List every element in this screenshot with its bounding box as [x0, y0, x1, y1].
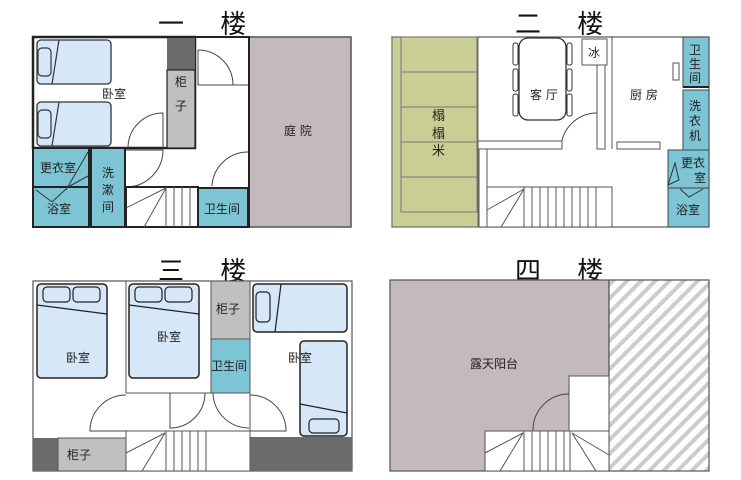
cabinet-3f-top — [210, 280, 251, 340]
label-bath: 浴室 — [47, 201, 71, 216]
label-bedroom-left: 卧室 — [66, 350, 90, 365]
washroom-1f — [90, 147, 126, 228]
label-tatami-1: 榻 — [432, 109, 445, 124]
floor-2-plan: 榻 榻 米 客 厅 冰 厨 房 卫 生 间 洗 衣 机 更衣 室 浴室 — [391, 36, 710, 228]
toilet-1f — [197, 187, 249, 228]
label-dressing: 更衣室 — [40, 160, 76, 175]
tatami-room — [391, 36, 479, 228]
label-tatami-3: 米 — [432, 144, 445, 159]
label-tatami-2: 榻 — [432, 127, 445, 142]
toilet-2f — [682, 36, 710, 88]
label-terrace: 露天阳台 — [470, 356, 518, 371]
label-washer-2: 衣 — [689, 113, 701, 128]
courtyard — [248, 36, 352, 228]
floor-4-plan: 露天阳台 — [389, 279, 710, 472]
label-dressing-1: 更衣 — [681, 155, 705, 170]
dining-table — [518, 37, 567, 121]
toilet-3f — [210, 338, 251, 394]
label-wash-3: 间 — [102, 200, 114, 214]
label-washer-1: 洗 — [689, 99, 701, 113]
cabinet-3f-bottom — [57, 437, 127, 472]
washer-2f — [682, 89, 710, 151]
label-cabinet-bottom: 柜子 — [67, 448, 91, 462]
label-bedroom-mid: 卧室 — [157, 329, 181, 344]
cabinet-1f — [166, 69, 196, 149]
label-living-room: 客 厅 — [530, 87, 558, 102]
floor-1-title: 一 楼 — [158, 10, 261, 40]
floor-3-plan: 卧室 卧室 柜子 卫生间 卧室 柜子 — [32, 280, 353, 472]
label-fridge: 冰 — [588, 46, 600, 60]
bathroom-2f — [667, 187, 710, 228]
hatched-area — [608, 279, 710, 472]
label-toilet-1: 卫 — [689, 43, 701, 57]
label-dressing-2: 室 — [694, 170, 706, 185]
label-cabinet-1: 柜 — [175, 75, 187, 89]
label-kitchen: 厨 房 — [630, 87, 658, 102]
floor-1-plan: 卧室 柜 子 庭 院 更衣室 浴室 洗 漱 间 卫生间 — [31, 35, 352, 228]
floor-2-title: 二 楼 — [515, 10, 618, 40]
label-bedroom-right: 卧室 — [288, 350, 312, 365]
label-cabinet-2: 子 — [175, 99, 187, 113]
label-toilet-3: 间 — [689, 71, 701, 85]
label-toilet-3f: 卫生间 — [211, 359, 247, 373]
label-toilet: 卫生间 — [204, 202, 240, 216]
label-courtyard: 庭 院 — [284, 123, 312, 138]
fridge — [581, 38, 608, 66]
label-wash-2: 漱 — [102, 183, 114, 197]
label-bath-2f: 浴室 — [676, 202, 700, 217]
label-cabinet-top: 柜子 — [216, 302, 240, 316]
label-bedroom: 卧室 — [102, 86, 126, 101]
label-wash-1: 洗 — [102, 166, 114, 180]
label-toilet-2: 生 — [689, 57, 701, 71]
label-washer-3: 机 — [689, 129, 701, 143]
